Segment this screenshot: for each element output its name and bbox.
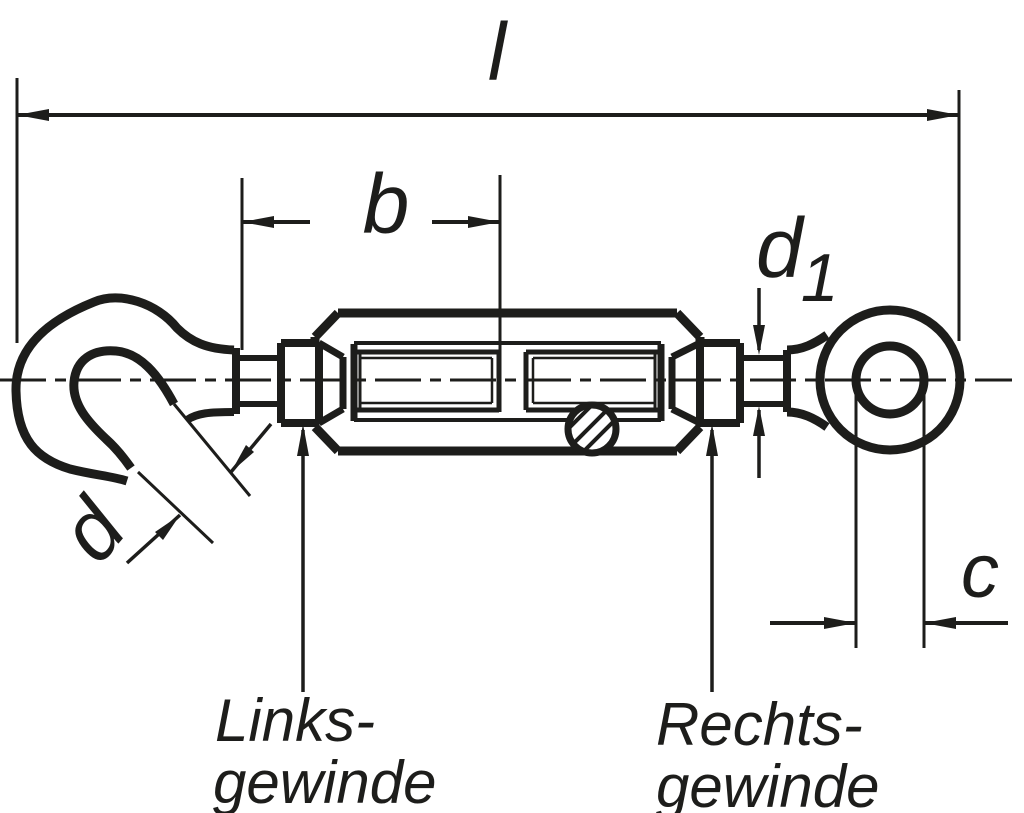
left-thread-root bbox=[360, 356, 492, 405]
rechtsgewinde-line2: gewinde bbox=[656, 753, 880, 813]
arrowhead-d1-top bbox=[753, 325, 765, 355]
arrowhead-d-upper bbox=[231, 445, 254, 472]
linksgewinde-line2: gewinde bbox=[213, 749, 437, 813]
hook-point-lower-line bbox=[136, 470, 215, 545]
dimension-c: c bbox=[770, 383, 1008, 648]
arrowhead-linksgewinde bbox=[297, 424, 309, 456]
turnbuckle-body bbox=[232, 308, 791, 456]
label-rechtsgewinde: Rechts- gewinde bbox=[656, 424, 880, 813]
dimension-l: l bbox=[15, 7, 961, 343]
arrowhead-rechtsgewinde bbox=[706, 424, 718, 456]
label-linksgewinde: Links- gewinde bbox=[213, 424, 437, 813]
arrowhead-c-left bbox=[824, 617, 856, 629]
hook-shank-bottom-edge bbox=[184, 408, 235, 424]
hook-end bbox=[11, 293, 252, 545]
dimension-d1: d1 bbox=[753, 201, 839, 478]
arrowhead-c-right bbox=[924, 617, 956, 629]
arrowhead-b-right bbox=[468, 216, 500, 228]
hook-outer-contour bbox=[11, 293, 235, 486]
dim-d1-label: d1 bbox=[756, 201, 839, 316]
arrowhead-b-left bbox=[242, 216, 274, 228]
dim-d1-label-sub: 1 bbox=[801, 240, 839, 316]
dim-d1-label-base: d bbox=[756, 201, 805, 295]
linksgewinde-line1: Links- bbox=[215, 687, 375, 754]
body-hatched-hole bbox=[564, 401, 620, 457]
hook-mouth-contour bbox=[69, 346, 178, 471]
dim-l-label: l bbox=[488, 7, 509, 98]
dimension-b: b bbox=[240, 157, 502, 412]
dim-b-label: b bbox=[363, 157, 410, 251]
arrowhead-l-left bbox=[17, 109, 49, 121]
hook-point-upper-line bbox=[172, 403, 252, 497]
left-locknut bbox=[277, 339, 323, 427]
left-thread-crest bbox=[354, 349, 499, 413]
arrowhead-l-right bbox=[927, 109, 959, 121]
dim-c-label: c bbox=[961, 529, 999, 614]
arrowhead-d1-bottom bbox=[753, 406, 765, 436]
rechtsgewinde-line1: Rechts- bbox=[656, 691, 863, 758]
right-locknut bbox=[696, 339, 744, 427]
arrowhead-d-lower bbox=[155, 515, 180, 540]
